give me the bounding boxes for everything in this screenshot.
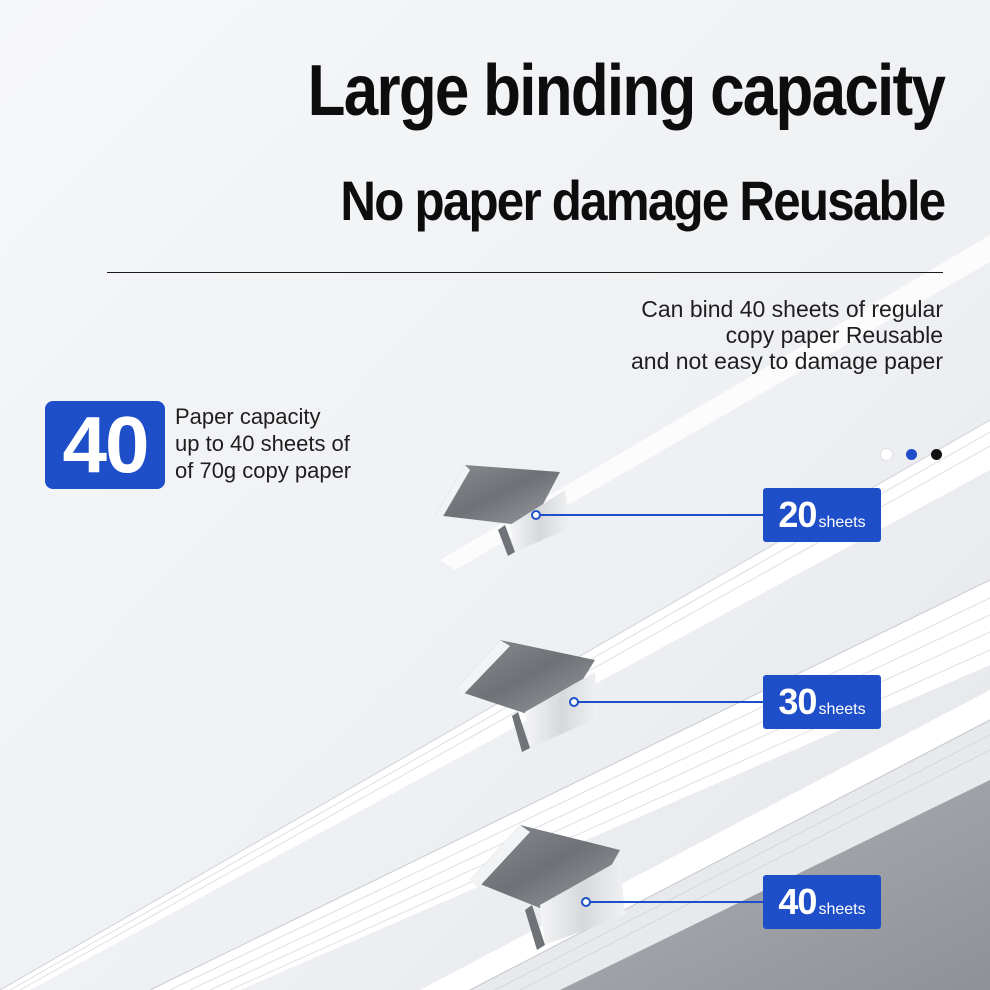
callout-30-sheets: 30 sheets: [763, 675, 881, 729]
leader-dot-20: [531, 510, 541, 520]
leader-line-20: [540, 514, 765, 516]
leader-line-40: [590, 901, 765, 903]
divider-line: [107, 272, 943, 273]
callout-40-sheets: 40 sheets: [763, 875, 881, 929]
callout-20-sheets: 20 sheets: [763, 488, 881, 542]
indicator-dot-3[interactable]: [931, 449, 942, 460]
capacity-line: of 70g copy paper: [175, 458, 352, 483]
capacity-line: Paper capacity: [175, 404, 321, 429]
description-line: copy paper Reusable: [725, 322, 943, 348]
capacity-line: up to 40 sheets of: [175, 431, 350, 456]
leader-line-30: [578, 701, 765, 703]
binder-clip-small: [435, 465, 570, 556]
callout-unit: sheets: [818, 514, 866, 531]
indicator-dot-2[interactable]: [906, 449, 917, 460]
callout-value: 20: [778, 494, 817, 535]
capacity-badge: 40: [45, 400, 165, 489]
callout-value: 40: [778, 881, 817, 922]
leader-dot-40: [581, 897, 591, 907]
binder-clip-medium: [455, 640, 598, 752]
callout-value: 30: [778, 681, 817, 722]
indicator-dot-1[interactable]: [881, 449, 892, 460]
capacity-text: Paper capacity up to 40 sheets of of 70g…: [175, 403, 351, 484]
callout-unit: sheets: [818, 701, 866, 718]
callout-unit: sheets: [818, 901, 866, 918]
leader-dot-30: [569, 697, 579, 707]
description-line: and not easy to damage paper: [630, 348, 943, 374]
headline-title: Large binding capacity: [307, 51, 945, 131]
description-text: Can bind 40 sheets of regular copy paper…: [523, 296, 943, 374]
headline-subtitle: No paper damage Reusable: [339, 169, 946, 232]
description-line: Can bind 40 sheets of regular: [641, 296, 943, 322]
